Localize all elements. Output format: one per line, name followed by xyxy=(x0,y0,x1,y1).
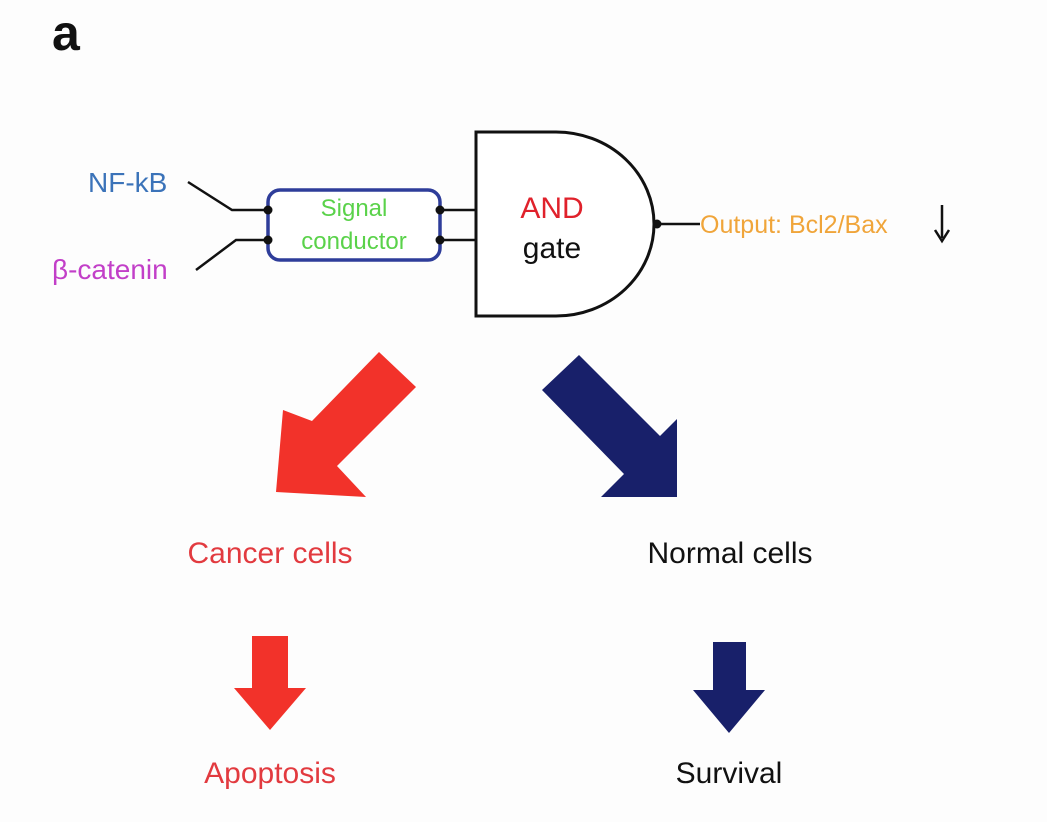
and-gate-label: AND xyxy=(520,192,583,225)
input-label-nfkb: NF-kB xyxy=(88,167,167,198)
panel-label: a xyxy=(52,5,81,61)
signal-conductor-box xyxy=(266,188,442,262)
conductor-output-node-bottom xyxy=(435,235,445,245)
conductor-output-node-top xyxy=(435,205,445,215)
input-wire-beta-catenin xyxy=(195,238,268,271)
input-label-beta-catenin: β-catenin xyxy=(52,254,168,285)
output-label: Output: Bcl2/Bax xyxy=(700,211,888,239)
red-arrow-to-cancer-cells xyxy=(276,352,416,497)
signal-conductor-line1: Signal xyxy=(321,195,388,222)
signal-conductor-line2: conductor xyxy=(301,228,406,255)
conductor-input-node-bottom xyxy=(263,235,273,245)
red-arrow-to-apoptosis xyxy=(234,636,306,730)
down-arrow-icon xyxy=(933,205,951,244)
gate-label: gate xyxy=(523,232,581,265)
gate-output-node xyxy=(652,219,662,229)
survival-label: Survival xyxy=(676,757,783,790)
conductor-input-node-top xyxy=(263,205,273,215)
navy-arrow-to-survival xyxy=(693,642,765,733)
input-wire-nfkb xyxy=(187,180,268,212)
normal-cells-label: Normal cells xyxy=(647,537,812,570)
apoptosis-label: Apoptosis xyxy=(204,757,336,790)
navy-arrow-to-normal-cells xyxy=(542,355,677,497)
cancer-cells-label: Cancer cells xyxy=(187,537,352,570)
and-gate-shape xyxy=(474,130,656,318)
